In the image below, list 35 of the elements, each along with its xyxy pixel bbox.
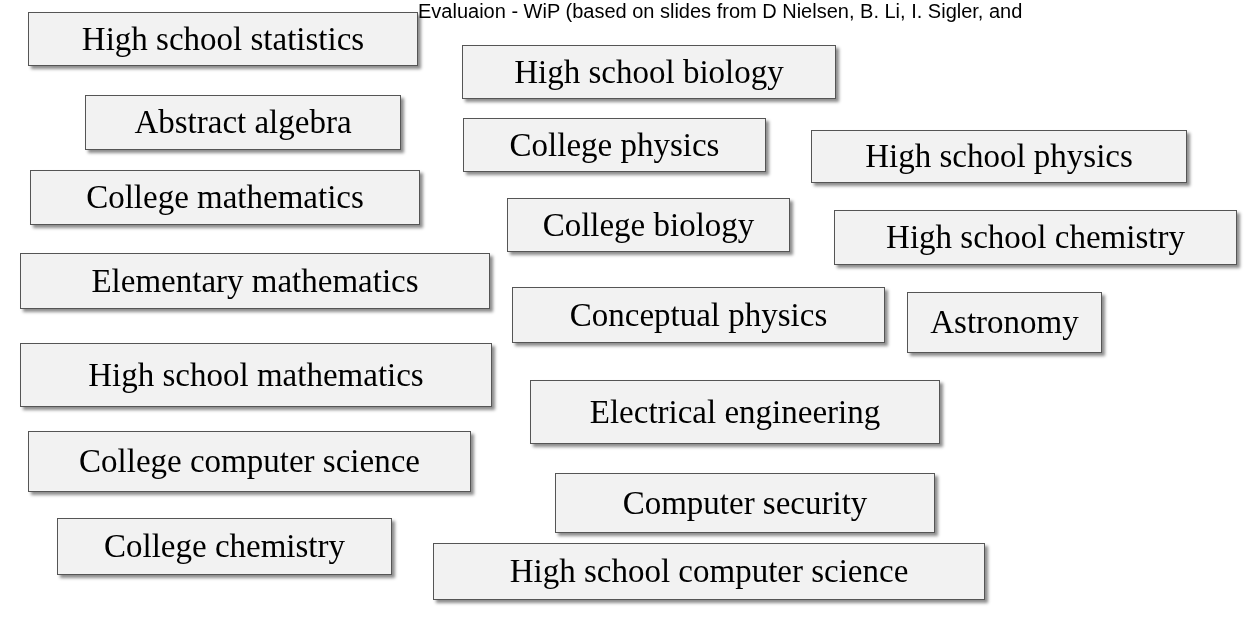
topic-box <box>555 473 935 533</box>
topic-label: Electrical engineering <box>589 393 881 431</box>
topic-box <box>433 543 985 600</box>
topic-box <box>907 292 1102 353</box>
slide-header: Evaluaion - WiP (based on slides from D Nielsen, B. Li, I. Sigler, and <box>418 0 1023 22</box>
topic-box <box>28 431 471 492</box>
topic-box <box>57 518 392 575</box>
topic-box <box>28 12 418 66</box>
topic-box <box>462 45 836 99</box>
topic-label: College biology <box>542 206 755 244</box>
topic-label: College mathematics <box>86 179 364 216</box>
topic-label: High school computer science <box>509 553 909 590</box>
topic-box <box>85 95 401 150</box>
topic-label: High school biology <box>514 53 784 91</box>
topic-label: High school chemistry <box>886 219 1185 256</box>
topic-label: College chemistry <box>104 528 345 565</box>
topic-label: Astronomy <box>930 304 1079 341</box>
topic-label: College computer science <box>79 443 420 480</box>
topic-label: Conceptual physics <box>569 296 828 334</box>
topic-label: College physics <box>509 126 720 164</box>
topic-label: High school physics <box>865 138 1133 175</box>
topic-box <box>463 118 766 172</box>
topic-box <box>507 198 790 252</box>
topic-label: Abstract algebra <box>134 104 352 141</box>
topic-box <box>30 170 420 225</box>
topic-label: Computer security <box>622 484 868 522</box>
topic-label: High school mathematics <box>88 356 424 394</box>
topic-box <box>20 343 492 407</box>
topic-label: High school statistics <box>81 20 365 58</box>
topic-box <box>834 210 1237 265</box>
topic-box <box>20 253 490 309</box>
topic-box <box>811 130 1187 183</box>
topic-box <box>530 380 940 444</box>
topic-label: Elementary mathematics <box>91 262 419 300</box>
topic-box <box>512 287 885 343</box>
